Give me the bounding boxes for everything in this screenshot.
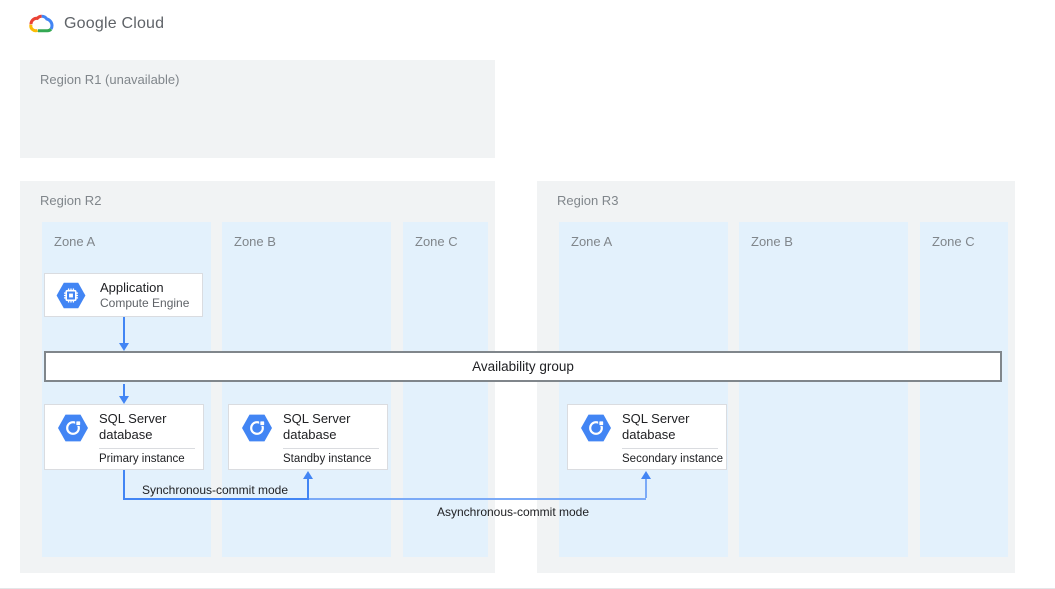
region-r1-label: Region R1 (unavailable) [40,72,180,87]
divider [622,448,718,449]
zone-label: Zone B [751,234,793,249]
sql-instance-label: Standby instance [283,453,372,465]
zone-label: Zone A [54,234,96,249]
sql-server-icon [56,413,90,448]
region-r3-zone-a: Zone A [559,222,728,557]
sql-primary-node: SQL Server database Primary instance [44,404,204,470]
sql-title: SQL Server database [622,411,690,442]
sql-title: SQL Server database [283,411,351,442]
sql-server-icon [240,413,274,448]
region-r3-zone-b: Zone B [739,222,908,557]
sql-server-icon [579,413,613,448]
sql-title: SQL Server database [99,411,167,442]
divider [283,448,379,449]
divider [99,448,195,449]
sql-secondary-node: SQL Server database Secondary instance [567,404,727,470]
availability-group-bar: Availability group [44,351,1002,382]
sync-commit-label: Synchronous-commit mode [141,483,289,497]
edge-async-up [645,479,647,498]
zone-label: Zone A [571,234,613,249]
edge-async-horizontal [309,498,646,500]
application-title: Application [100,279,164,295]
sql-instance-label: Primary instance [99,453,185,465]
region-r2-label: Region R2 [40,193,102,208]
zone-label: Zone B [234,234,276,249]
zone-label: Zone C [415,234,458,249]
edge-sync-up [307,479,309,498]
region-r2-zone-c: Zone C [403,222,488,557]
region-r1: Region R1 (unavailable) [20,60,495,158]
application-subtitle: Compute Engine [100,295,190,310]
arrow-down-icon [119,396,129,404]
google-cloud-icon [29,14,54,33]
zone-label: Zone C [932,234,975,249]
edge-sync-horizontal [123,498,309,500]
arrow-up-icon [303,471,313,479]
edge-app-to-bar [123,317,125,344]
edge-sync-down [123,470,125,500]
arrow-up-icon [641,471,651,479]
google-cloud-logo: Google Cloud [28,13,164,34]
edge-bar-to-primary [123,384,125,396]
sql-standby-node: SQL Server database Standby instance [228,404,388,470]
logo-text: Google Cloud [64,14,165,32]
region-r3-label: Region R3 [557,193,619,208]
region-r3-zone-c: Zone C [920,222,1008,557]
compute-engine-icon [55,281,87,310]
sql-instance-label: Secondary instance [622,453,724,465]
region-r2-zone-b: Zone B [222,222,391,557]
application-node: Application Compute Engine [44,273,203,317]
arrow-down-icon [119,343,129,351]
async-commit-label: Asynchronous-commit mode [436,505,590,519]
availability-group-label: Availability group [472,359,574,374]
